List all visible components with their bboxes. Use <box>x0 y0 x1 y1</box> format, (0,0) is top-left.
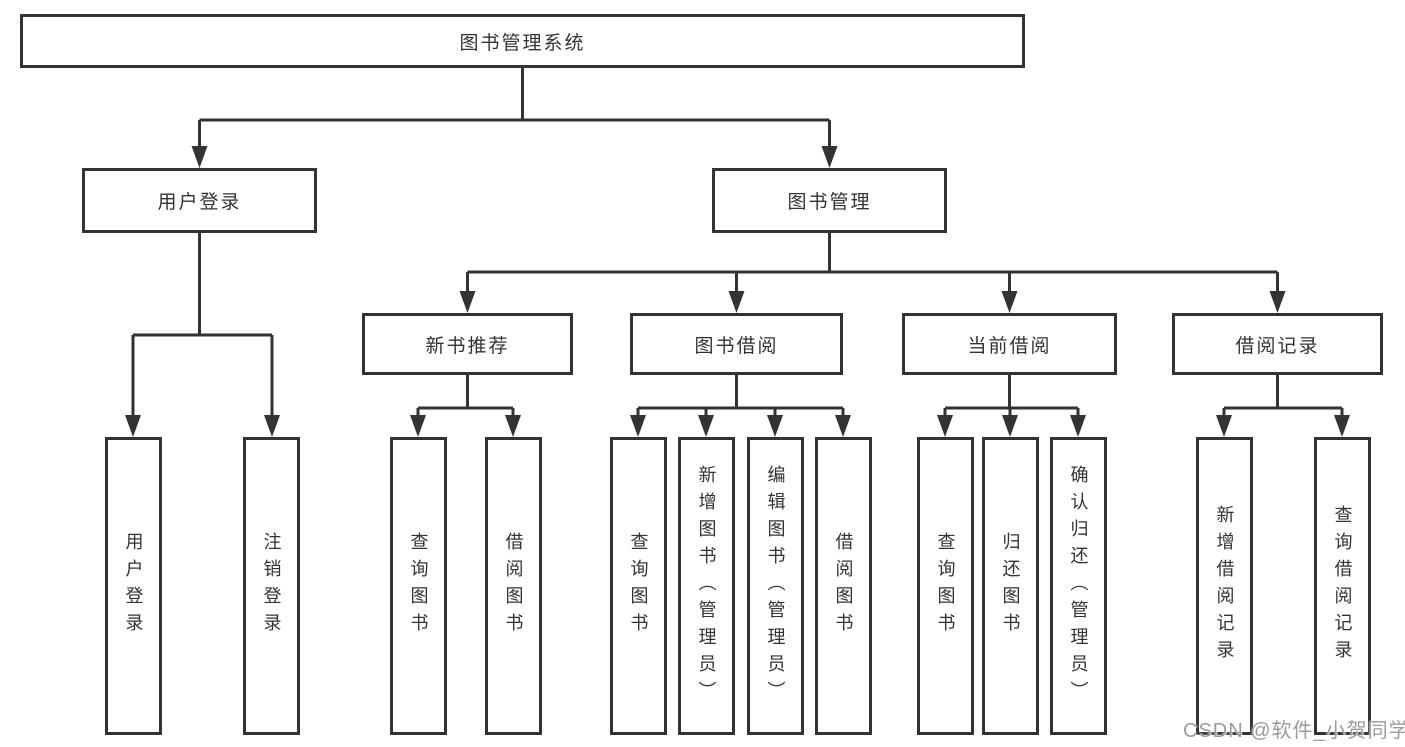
leaf-add-books-admin: 新增图书（管理员） <box>678 437 735 735</box>
leaf-query-borrow-record-label: 查询借阅记录 <box>1332 505 1353 667</box>
leaf-query-books-borrowing: 查询图书 <box>610 437 667 735</box>
node-user-login-label: 用户登录 <box>157 192 242 213</box>
leaf-query-books-recommend-label: 查询图书 <box>408 532 429 640</box>
node-root-label: 图书管理系统 <box>459 32 586 54</box>
node-new-book-recommend: 新书推荐 <box>362 313 573 375</box>
node-borrowing-records: 借阅记录 <box>1172 313 1383 375</box>
leaf-add-borrow-record-label: 新增借阅记录 <box>1214 505 1235 667</box>
node-book-borrowing: 图书借阅 <box>630 313 843 375</box>
leaf-borrow-books-recommend: 借阅图书 <box>485 437 542 735</box>
node-current-borrowing: 当前借阅 <box>902 313 1117 375</box>
leaf-borrow-books-label: 借阅图书 <box>833 532 854 640</box>
leaf-user-login: 用户登录 <box>105 437 162 735</box>
node-book-management: 图书管理 <box>712 168 947 233</box>
leaf-borrow-books: 借阅图书 <box>815 437 872 735</box>
leaf-return-books: 归还图书 <box>982 437 1039 735</box>
leaf-logout-label: 注销登录 <box>261 532 282 640</box>
leaf-edit-books-admin-label: 编辑图书（管理员） <box>765 464 786 708</box>
leaf-return-books-label: 归还图书 <box>1000 532 1021 640</box>
csdn-watermark: CSDN @软件_小贺同学 <box>1183 720 1405 742</box>
leaf-add-books-admin-label: 新增图书（管理员） <box>696 464 717 708</box>
leaf-borrow-books-recommend-label: 借阅图书 <box>503 532 524 640</box>
leaf-confirm-return-admin: 确认归还（管理员） <box>1050 437 1107 735</box>
node-user-login: 用户登录 <box>82 168 317 233</box>
leaf-logout: 注销登录 <box>243 437 300 735</box>
leaf-confirm-return-admin-label: 确认归还（管理员） <box>1068 464 1089 708</box>
node-borrowing-records-label: 借阅记录 <box>1235 335 1320 357</box>
leaf-query-borrow-record: 查询借阅记录 <box>1314 437 1371 735</box>
leaf-query-books-borrowing-label: 查询图书 <box>628 532 649 640</box>
leaf-add-borrow-record: 新增借阅记录 <box>1196 437 1253 735</box>
leaf-user-login-label: 用户登录 <box>123 532 144 640</box>
leaf-query-books-current-label: 查询图书 <box>935 532 956 640</box>
leaf-edit-books-admin: 编辑图书（管理员） <box>747 437 804 735</box>
node-current-borrowing-label: 当前借阅 <box>967 335 1052 357</box>
node-new-book-recommend-label: 新书推荐 <box>425 335 510 357</box>
leaf-query-books-current: 查询图书 <box>917 437 974 735</box>
node-book-management-label: 图书管理 <box>787 192 872 213</box>
node-book-borrowing-label: 图书借阅 <box>694 335 779 357</box>
leaf-query-books-recommend: 查询图书 <box>390 437 447 735</box>
node-root: 图书管理系统 <box>20 14 1025 68</box>
